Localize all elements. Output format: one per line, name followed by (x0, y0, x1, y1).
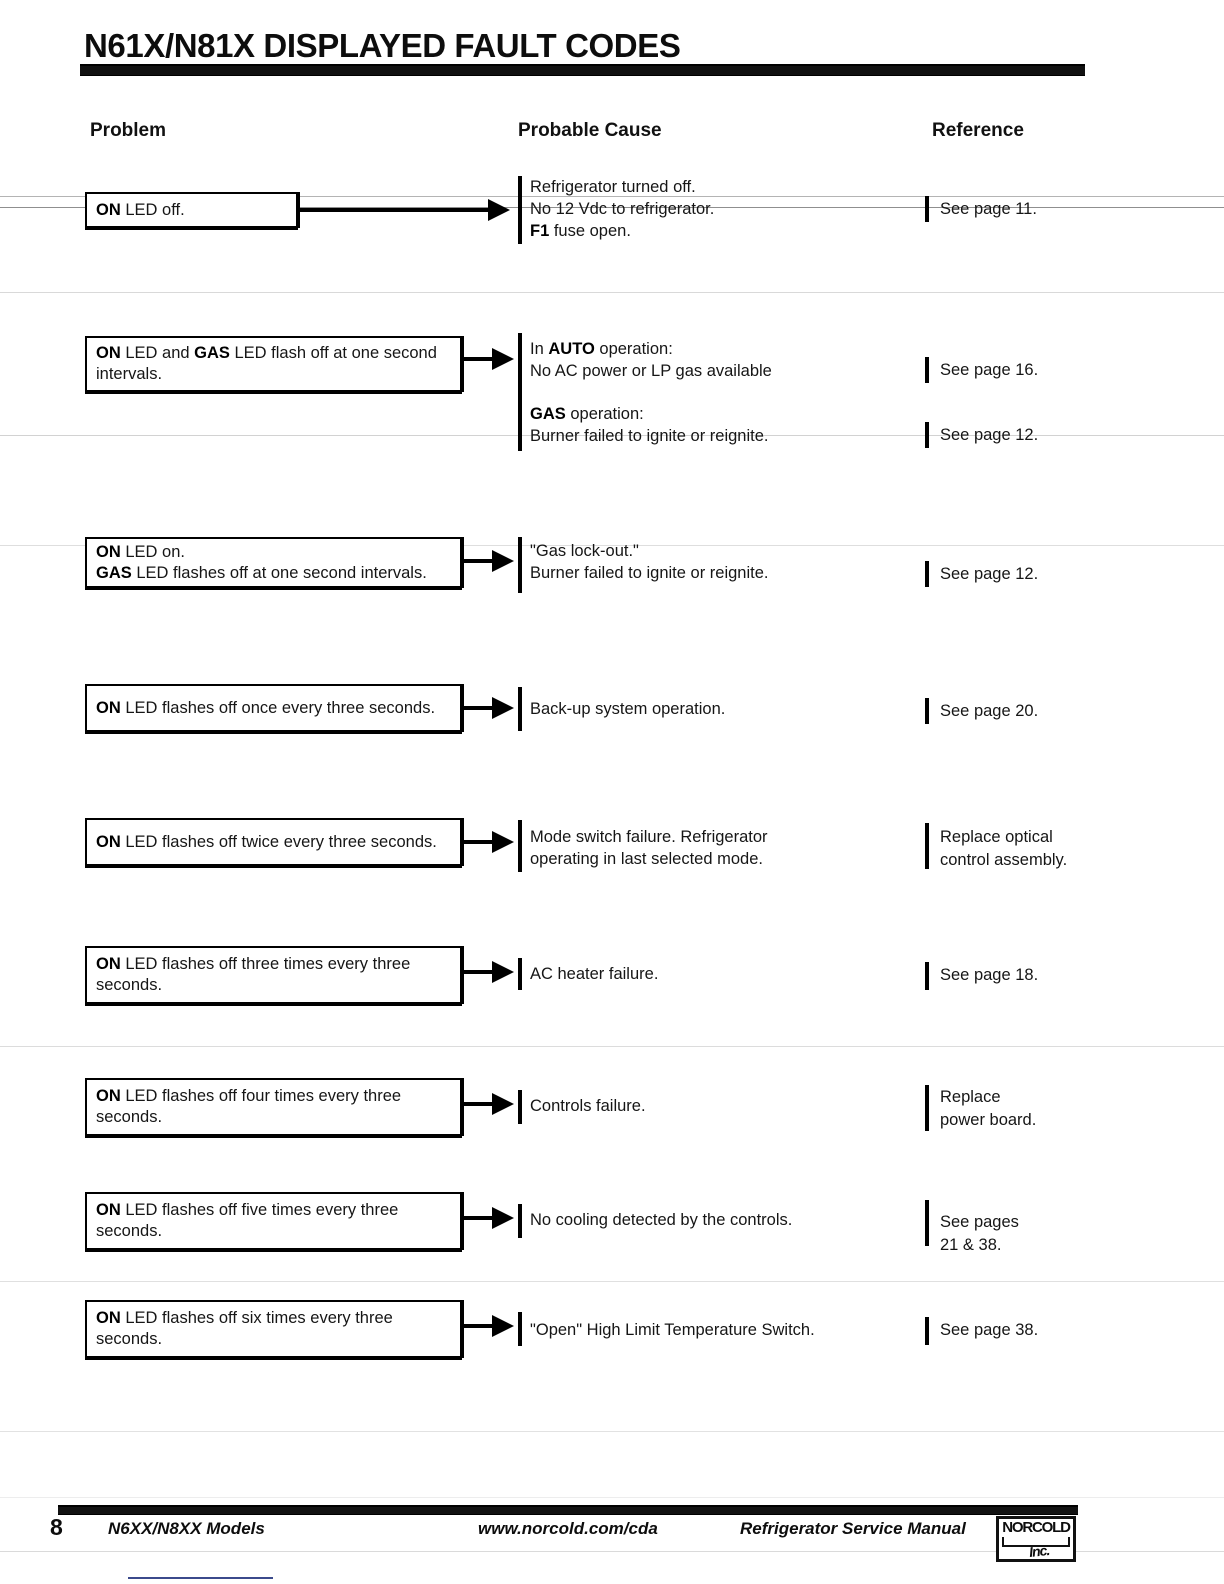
problem-text: ON LED and GAS LED flash off at one seco… (96, 344, 437, 383)
flow-arrow-icon (462, 348, 514, 370)
problem-text: ON LED flashes off once every three seco… (96, 698, 436, 717)
cause-rule (518, 958, 522, 990)
problem-box: ON LED flashes off six times every three… (85, 1300, 462, 1358)
reference-rule (925, 698, 929, 724)
problem-text: ON LED flashes off twice every three sec… (96, 832, 437, 851)
footer-link-underline (128, 1577, 273, 1579)
reference-rule (925, 357, 929, 383)
logo-swoosh-icon (1002, 1537, 1070, 1547)
footer-page-number: 8 (50, 1514, 63, 1540)
problem-text: ON LED flashes off four times every thre… (96, 1087, 402, 1126)
cause-rule (518, 1204, 522, 1238)
reference-text: See page 12. (940, 426, 1039, 444)
column-header-reference: Reference (932, 120, 1024, 141)
reference-text: See page 11. (940, 200, 1037, 218)
problem-box: ON LED flashes off once every three seco… (85, 684, 462, 732)
cause-text: Controls failure. (530, 1097, 646, 1115)
scan-artifact-line (0, 292, 1224, 293)
problem-text: ON LED off. (96, 200, 185, 219)
scan-artifact-line (0, 1497, 1224, 1498)
column-header-problem: Problem (90, 120, 167, 141)
problem-box: ON LED flashes off four times every thre… (85, 1078, 462, 1136)
flow-arrow-icon (462, 1093, 514, 1115)
column-header-cause: Probable Cause (518, 120, 662, 141)
cause-text: "Open" High Limit Temperature Switch. (530, 1321, 815, 1339)
flow-arrow-icon (462, 1207, 514, 1229)
cause-text: "Gas lock-out."Burner failed to ignite o… (530, 542, 769, 582)
problem-text: ON LED flashes off three times every thr… (96, 955, 411, 994)
reference-rule (925, 1200, 929, 1246)
footer-models: N6XX/N8XX Models (108, 1519, 265, 1538)
flow-arrow-icon (462, 697, 514, 719)
cause-rule (518, 1312, 522, 1346)
cause-text: AC heater failure. (530, 965, 659, 983)
cause-text: Back-up system operation. (530, 700, 726, 718)
reference-text: See page 18. (940, 966, 1039, 984)
norcold-logo: NORCOLD Inc. (996, 1516, 1076, 1562)
reference-text: See page 12. (940, 565, 1039, 583)
problem-box: ON LED flashes off five times every thre… (85, 1192, 462, 1250)
flow-arrow-icon (462, 961, 514, 983)
cause-rule (518, 820, 522, 872)
cause-rule (518, 687, 522, 731)
cause-rule (518, 333, 522, 451)
cause-rule (518, 1090, 522, 1124)
problem-text: ON LED on.GAS LED flashes off at one sec… (96, 542, 427, 582)
cause-rule (518, 176, 522, 244)
scan-artifact-line (0, 1281, 1224, 1282)
flow-arrow-icon (298, 199, 510, 221)
cause-text: Refrigerator turned off.No 12 Vdc to ref… (530, 178, 715, 240)
problem-text: ON LED flashes off five times every thre… (96, 1201, 399, 1240)
flow-arrow-icon (462, 831, 514, 853)
reference-rule (925, 823, 929, 869)
reference-rule (925, 196, 929, 222)
reference-rule (925, 1085, 929, 1131)
reference-text: See page 20. (940, 702, 1039, 720)
title-rule (80, 64, 1085, 76)
page-title: N61X/N81X DISPLAYED FAULT CODES (84, 27, 681, 64)
problem-text: ON LED flashes off six times every three… (96, 1309, 393, 1348)
reference-rule (925, 1317, 929, 1345)
problem-box: ON LED off. (85, 192, 298, 228)
cause-text: GAS operation:Burner failed to ignite or… (530, 405, 769, 445)
reference-rule (925, 962, 929, 990)
footer-rule (58, 1505, 1078, 1515)
reference-rule (925, 422, 929, 448)
problem-box: ON LED and GAS LED flash off at one seco… (85, 336, 462, 392)
scan-artifact-line (0, 1046, 1224, 1047)
flow-arrow-icon (462, 1315, 514, 1337)
cause-text: No cooling detected by the controls. (530, 1211, 793, 1229)
footer-manual-title: Refrigerator Service Manual (740, 1519, 966, 1538)
reference-text: See page 38. (940, 1321, 1039, 1339)
problem-box: ON LED on.GAS LED flashes off at one sec… (85, 537, 462, 588)
flow-arrow-icon (462, 550, 514, 572)
reference-rule (925, 561, 929, 587)
footer-url[interactable]: www.norcold.com/cda (478, 1519, 658, 1538)
logo-brand-text: NORCOLD (1002, 1519, 1071, 1536)
problem-box: ON LED flashes off three times every thr… (85, 946, 462, 1004)
scan-artifact-line (0, 1431, 1224, 1432)
logo-script-text: Inc. (1028, 1541, 1050, 1561)
reference-text: See page 16. (940, 361, 1039, 379)
cause-text: In AUTO operation:No AC power or LP gas … (530, 340, 772, 380)
problem-box: ON LED flashes off twice every three sec… (85, 818, 462, 866)
cause-rule (518, 537, 522, 593)
